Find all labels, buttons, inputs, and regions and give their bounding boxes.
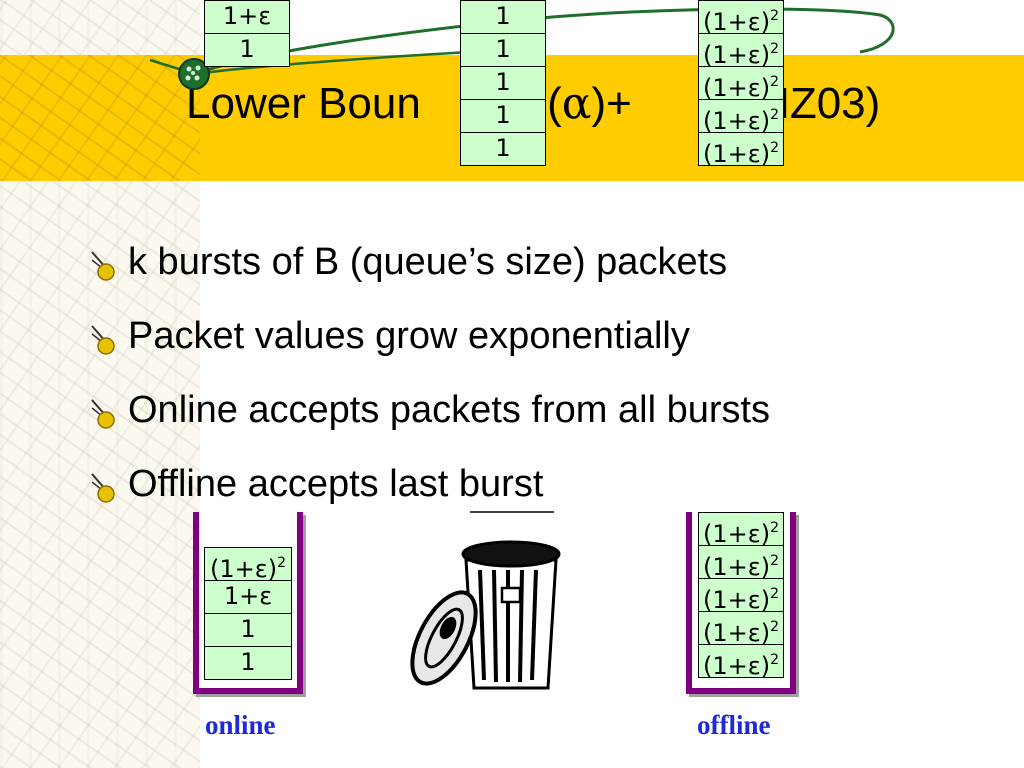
pushpin-icon xyxy=(91,473,115,503)
queue-cell: 1+ε xyxy=(204,581,292,614)
queue-cell: (1+ε)2 xyxy=(698,546,784,581)
queue-cell: (1+ε)2 xyxy=(698,67,784,102)
online-buffer xyxy=(193,512,303,694)
queue-cell: 1+ε xyxy=(204,0,290,34)
pushpin-icon xyxy=(91,325,115,355)
title-mid2: )+ xyxy=(591,79,632,128)
title-band-texture xyxy=(0,55,200,181)
queue-cell: 1 xyxy=(460,133,546,166)
queue-cell: (1+ε)2 xyxy=(698,579,784,614)
queue-cell: (1+ε)2 xyxy=(204,547,292,583)
queue-cell: (1+ε)2 xyxy=(698,645,784,680)
bullet-item: Packet values grow exponentially xyxy=(88,308,770,382)
queue-cell: 1 xyxy=(204,614,292,647)
queue-cell: (1+ε)2 xyxy=(698,133,784,168)
queue-cell: 1 xyxy=(460,34,546,67)
queue-cell: (1+ε)2 xyxy=(698,512,784,548)
bullet-text: Offline accepts last burst xyxy=(128,463,544,505)
queue-cell: 1 xyxy=(204,647,292,680)
top-queue-left: 1+ε 1 xyxy=(204,0,290,67)
title-alpha: α xyxy=(561,78,592,129)
queue-cell: (1+ε)2 xyxy=(698,0,784,36)
trash-can-icon xyxy=(410,511,561,690)
offline-buffer xyxy=(686,512,796,694)
top-queue-middle: 1 1 1 1 1 xyxy=(460,0,546,166)
online-queue: (1+ε)2 1+ε 1 1 xyxy=(204,547,292,680)
bullet-item: Online accepts packets from all bursts xyxy=(88,382,770,456)
bullet-list: k bursts of B (queue’s size) packets Pac… xyxy=(88,234,770,530)
queue-cell: 1 xyxy=(460,67,546,100)
bullet-item: k bursts of B (queue’s size) packets xyxy=(88,234,770,308)
queue-cell: (1+ε)2 xyxy=(698,100,784,135)
title-prefix: Lower Boun xyxy=(186,79,421,128)
offline-label: offline xyxy=(697,710,771,740)
pushpin-icon xyxy=(91,251,115,281)
queue-cell: 1 xyxy=(460,0,546,34)
queue-cell: (1+ε)2 xyxy=(698,612,784,647)
pushpin-icon xyxy=(91,399,115,429)
top-queue-right: (1+ε)2 (1+ε)2 (1+ε)2 (1+ε)2 (1+ε)2 xyxy=(698,0,784,168)
bullet-item: Offline accepts last burst xyxy=(88,456,770,530)
bullet-text: k bursts of B (queue’s size) packets xyxy=(128,241,728,283)
bullet-text: Packet values grow exponentially xyxy=(128,315,690,357)
queue-cell: 1 xyxy=(204,34,290,67)
bullet-text: Online accepts packets from all bursts xyxy=(128,389,771,431)
online-label: online xyxy=(205,710,276,740)
queue-cell: 1 xyxy=(460,100,546,133)
queue-cell: (1+ε)2 xyxy=(698,34,784,69)
offline-queue: (1+ε)2 (1+ε)2 (1+ε)2 (1+ε)2 (1+ε)2 xyxy=(698,512,784,680)
